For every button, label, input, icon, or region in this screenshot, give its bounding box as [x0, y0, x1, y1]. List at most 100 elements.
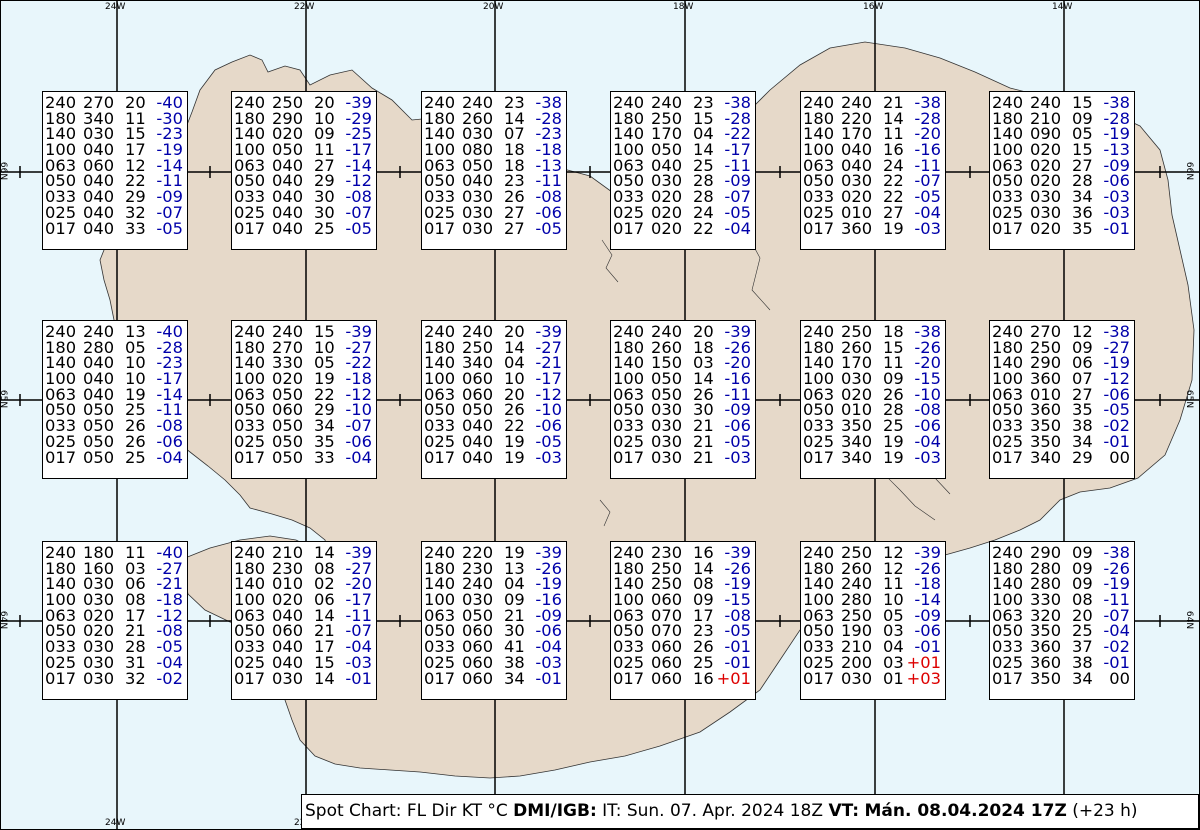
spot-fl-value: 033 [613, 187, 645, 207]
spot-dir-value: 280 [1030, 574, 1062, 594]
spot-kt-value: 14 [693, 558, 714, 578]
spot-t-value: -19 [724, 574, 751, 594]
spot-kt-value: 30 [314, 202, 335, 222]
spot-t-value: -02 [1103, 416, 1130, 436]
spot-kt-value: 19 [883, 431, 904, 451]
spot-dir-value: 030 [462, 187, 494, 207]
spot-dir-value: 240 [462, 322, 494, 341]
spot-dir-value: 270 [83, 93, 115, 112]
spot-dir-value: 240 [651, 93, 683, 112]
spot-fl-value: 063 [234, 605, 266, 625]
spot-t-value: -10 [914, 384, 941, 404]
spot-fl-value: 240 [803, 93, 835, 112]
spot-fl-value: 063 [424, 155, 456, 175]
spot-dir-value: 020 [651, 218, 683, 238]
spot-kt-value: 22 [693, 218, 714, 238]
spot-dir-value: 030 [83, 637, 115, 657]
spot-dir-value: 040 [272, 652, 304, 672]
spot-kt-value: 18 [693, 337, 714, 357]
spot-t-value: -07 [156, 202, 183, 222]
spot-dir-value: 290 [1030, 543, 1062, 562]
spot-t-value: 00 [1109, 668, 1130, 688]
spot-fl-value: 025 [803, 652, 835, 672]
spot-dir-value: 250 [651, 108, 683, 128]
spot-t-value: -13 [1103, 140, 1130, 160]
spot-t-value: -28 [535, 108, 562, 128]
spot-kt-value: 21 [314, 621, 335, 641]
spot-dir-value: 050 [462, 155, 494, 175]
spot-t-value: -12 [156, 605, 183, 625]
spot-kt-value: 20 [314, 93, 335, 112]
spot-dir-value: 030 [651, 447, 683, 467]
spot-kt-value: 27 [1072, 155, 1093, 175]
spot-t-value: -38 [1103, 543, 1130, 562]
spot-t-value: -07 [914, 171, 941, 191]
spot-fl-value: 063 [992, 605, 1024, 625]
spot-kt-value: 06 [314, 590, 335, 610]
spot-dir-value: 240 [462, 574, 494, 594]
spot-t-value: -14 [914, 590, 941, 610]
spot-dir-value: 060 [272, 621, 304, 641]
spot-kt-value: 12 [1072, 322, 1093, 341]
lon-label-top-18w: 18W [673, 2, 694, 12]
spot-dir-value: 030 [1030, 187, 1062, 207]
spot-kt-value: 29 [1072, 447, 1093, 467]
spot-kt-value: 24 [693, 202, 714, 222]
spot-t-value: -38 [1103, 322, 1130, 341]
spot-kt-value: 14 [314, 605, 335, 625]
spot-fl-value: 025 [803, 202, 835, 222]
spot-fl-value: 050 [45, 621, 77, 641]
spot-kt-value: 11 [883, 124, 904, 144]
spot-fl-value: 050 [803, 400, 835, 420]
spot-t-value: -08 [156, 621, 183, 641]
spot-kt-value: 29 [314, 400, 335, 420]
spot-t-value: -05 [535, 431, 562, 451]
spot-dir-value: 060 [462, 369, 494, 389]
spot-dir-value: 210 [841, 637, 873, 657]
spot-fl-value: 140 [45, 574, 77, 594]
spot-t-value: -40 [156, 93, 183, 112]
spot-t-value: -04 [156, 652, 183, 672]
spot-dir-value: 050 [462, 605, 494, 625]
spot-dir-value: 030 [462, 218, 494, 238]
spot-dir-value: 020 [272, 369, 304, 389]
spot-t-value: -28 [914, 108, 941, 128]
spot-fl-value: 140 [45, 124, 77, 144]
spot-kt-value: 30 [504, 621, 525, 641]
spot-t-value: -15 [914, 369, 941, 389]
spot-dir-value: 040 [83, 140, 115, 160]
spot-fl-value: 240 [424, 93, 456, 112]
spot-kt-value: 34 [1072, 187, 1093, 207]
spot-fl-value: 025 [424, 202, 456, 222]
